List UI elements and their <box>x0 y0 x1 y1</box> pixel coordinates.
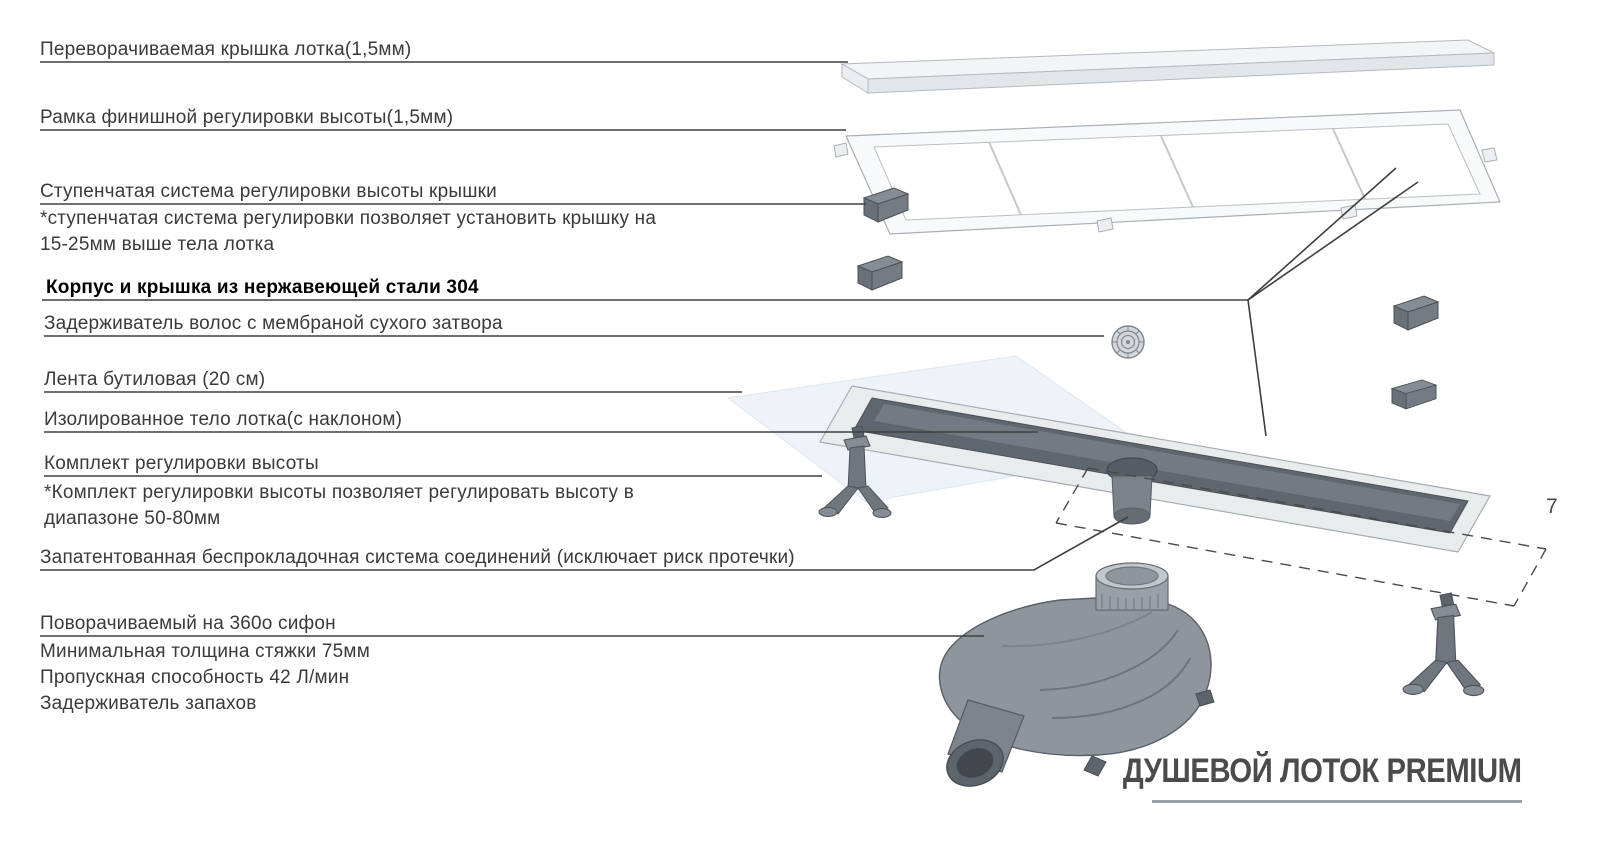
callout-gasket-free <box>40 516 1129 571</box>
callout-steel-to-body <box>1247 299 1267 437</box>
height-adjuster-left-illustration <box>818 425 892 518</box>
label-height-kit: Комплект регулировки высоты <box>44 453 319 474</box>
callout-lines <box>40 61 1419 637</box>
note-height-kit-2: диапазоне 50-80мм <box>44 508 221 529</box>
label-steel: Корпус и крышка из нержавеющей стали 304 <box>46 277 479 298</box>
dashed-area-mark: 7 <box>1546 495 1558 518</box>
label-siphon: Поворачиваемый на 360о сифон <box>40 613 336 634</box>
note-siphon-1: Минимальная толщина стяжки 75мм <box>40 641 370 662</box>
note-siphon-3: Задерживатель запахов <box>40 693 257 714</box>
siphon-illustration <box>938 562 1215 787</box>
callout-steel-to-frame-b <box>1247 181 1419 301</box>
height-adjuster-right-illustration <box>1402 592 1485 697</box>
gasket-free-outlet-illustration <box>1106 457 1158 525</box>
label-butyl-tape: Лента бутиловая (20 см) <box>44 369 266 390</box>
hair-catcher-illustration <box>1111 325 1145 359</box>
product-title: ДУШЕВОЙ ЛОТОК PREMIUM <box>1123 752 1522 790</box>
label-cover: Переворачиваемая крышка лотка(1,5мм) <box>40 39 412 60</box>
label-hair-catcher: Задерживатель волос с мембраной сухого з… <box>44 313 503 334</box>
label-finish-frame: Рамка финишной регулировки высоты(1,5мм) <box>40 107 454 128</box>
callout-steel-to-frame-a <box>1247 167 1397 301</box>
finish-frame-illustration <box>833 109 1501 235</box>
step-clip-2-illustration <box>856 255 904 291</box>
installation-outline <box>1055 467 1547 607</box>
label-gasket-free: Запатентованная беспрокладочная система … <box>40 547 795 568</box>
note-step-system-1: *ступенчатая система регулировки позволя… <box>40 208 657 229</box>
note-siphon-2: Пропускная способность 42 Л/мин <box>40 667 350 688</box>
step-clip-4-illustration <box>1390 379 1438 410</box>
note-height-kit-1: *Комплект регулировки высоты позволяет р… <box>44 482 635 503</box>
step-clip-1-illustration <box>862 187 910 223</box>
step-clip-3-illustration <box>1392 295 1440 331</box>
label-step-system: Ступенчатая система регулировки высоты к… <box>40 181 497 202</box>
reversible-cover-illustration <box>840 39 1495 94</box>
product-title-underline <box>1152 800 1522 803</box>
note-step-system-2: 15-25мм выше тела лотка <box>40 234 275 255</box>
label-insulated-body: Изолированное тело лотка(с наклоном) <box>44 409 403 430</box>
